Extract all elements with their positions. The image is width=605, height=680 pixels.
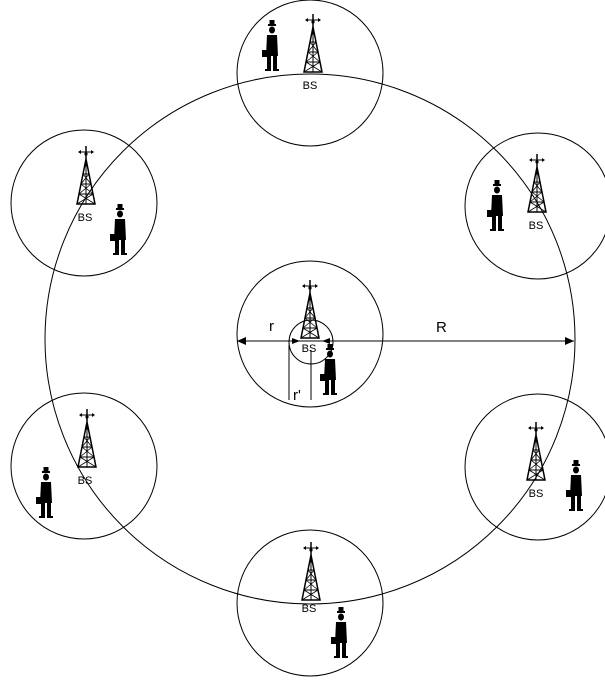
arrow-left: [237, 337, 246, 345]
tower-icon-center: [301, 280, 319, 338]
tower-icon-lower-right: [527, 422, 545, 480]
bs-label-upper-right: BS: [529, 220, 544, 232]
bs-label-bottom: BS: [302, 603, 317, 615]
bs-label-lower-right: BS: [529, 488, 544, 500]
person-icon-upper-left: [110, 204, 127, 255]
label-r: r: [269, 318, 274, 335]
person-icon-top: [262, 20, 279, 71]
tower-icon-upper-left: [77, 146, 95, 204]
tower-icon-bottom: [302, 542, 320, 600]
outer-coverage-circle: [45, 74, 575, 604]
person-icon-lower-right: [566, 460, 583, 511]
arrow-bs-left: [292, 338, 300, 344]
person-icon-upper-right: [487, 180, 504, 231]
label-r-prime: r': [293, 387, 301, 404]
dimension-lines: [237, 337, 574, 400]
bs-label-center: BS: [302, 343, 317, 355]
label-R: R: [436, 319, 447, 336]
person-icon-bottom: [331, 607, 348, 658]
tower-icon-top: [304, 14, 322, 72]
person-icon-lower-left: [36, 467, 53, 518]
bs-label-lower-left: BS: [78, 475, 93, 487]
cell-circle-top: [237, 0, 383, 146]
cell-circle-upper-right: [465, 133, 605, 279]
arrow-right: [565, 337, 574, 345]
tower-icon-upper-right: [528, 154, 546, 212]
bs-label-top: BS: [303, 80, 318, 92]
tower-icon-lower-left: [78, 409, 96, 467]
bs-label-upper-left: BS: [78, 212, 93, 224]
arrow-bs-right: [322, 338, 330, 344]
person-icon-center: [320, 344, 337, 395]
cell-circle-lower-right: [465, 394, 605, 540]
